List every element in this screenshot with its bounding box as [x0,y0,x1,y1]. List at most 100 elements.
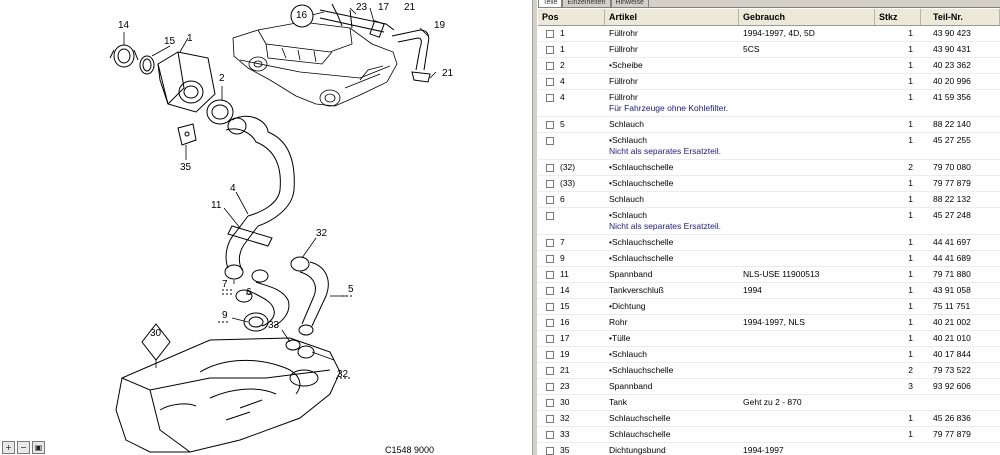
row-checkbox[interactable] [546,302,554,311]
callout-label[interactable]: 6 [246,287,252,298]
callout-label[interactable]: 11 [211,200,222,211]
row-checkbox[interactable] [546,270,554,279]
row-checkbox[interactable] [546,163,554,172]
cell-part-number[interactable]: 79 77 879 [933,178,971,188]
callout-label[interactable]: 21 [442,68,454,79]
cell-part-number[interactable]: 88 22 140 [933,119,971,129]
cell-part-number[interactable]: 45 27 255 [933,135,971,145]
cell-part-number[interactable]: 43 90 431 [933,44,971,54]
row-checkbox[interactable] [546,120,554,129]
cell-part-number[interactable]: 44 41 689 [933,253,971,263]
cell-part-number[interactable]: 79 70 080 [933,162,971,172]
cell-part-number[interactable]: 40 17 844 [933,349,971,359]
cell-part-number[interactable]: 79 71 880 [933,269,971,279]
row-checkbox[interactable] [546,446,554,455]
callout-label[interactable]: 21 [404,2,416,13]
callout-label[interactable]: 2 [219,73,225,84]
pane-splitter[interactable] [532,0,538,455]
cell-part-number[interactable]: 43 90 423 [933,28,971,38]
row-checkbox[interactable] [546,350,554,359]
callout-label[interactable]: 35 [180,162,192,173]
callout-label[interactable]: 9 [222,310,228,321]
row-checkbox[interactable] [546,366,554,375]
cell-part-number[interactable]: 40 21 010 [933,333,971,343]
column-header-usage[interactable]: Gebrauch [739,9,875,25]
callout-label[interactable]: 33 [268,320,280,331]
tab-notes[interactable]: Hinweise [610,0,649,8]
column-header-quantity[interactable]: Stkz [875,9,921,25]
cell-part-number[interactable]: 44 41 697 [933,237,971,247]
callout-label[interactable]: 7 [222,279,228,290]
callout-label[interactable]: 14 [118,20,130,31]
row-checkbox[interactable] [546,61,554,70]
cell-part-number[interactable]: 79 77 879 [933,429,971,439]
cell-part-number[interactable]: 88 22 132 [933,194,971,204]
row-checkbox[interactable] [546,29,554,38]
cell-part-number[interactable]: 40 23 362 [933,60,971,70]
tab-details[interactable]: Einzelheiten [562,0,611,8]
cell-part-number[interactable]: 40 21 002 [933,317,971,327]
row-checkbox[interactable] [546,334,554,343]
row-checkbox[interactable] [546,398,554,407]
callout-label[interactable]: 23 [356,2,368,13]
cell-part-number[interactable]: 45 27 248 [933,210,971,220]
cell-part-number[interactable]: 75 11 751 [933,301,971,311]
column-header-part-number[interactable]: Teil-Nr. [921,9,1000,25]
cell-part-number[interactable]: 40 20 996 [933,76,971,86]
row-checkbox[interactable] [546,414,554,423]
row-checkbox[interactable] [546,382,554,391]
zoom-out-icon[interactable]: − [17,441,30,454]
callout-label[interactable]: 30 [150,328,162,339]
row-checkbox[interactable] [546,77,554,86]
row-checkbox[interactable] [546,195,554,204]
cell-part-number[interactable]: 79 73 522 [933,365,971,375]
column-header-article[interactable]: Artikel [605,9,739,25]
row-checkbox[interactable] [546,318,554,327]
row-checkbox[interactable] [546,286,554,295]
row-checkbox[interactable] [546,45,554,54]
row-checkbox[interactable] [546,238,554,247]
callout-label[interactable]: 17 [378,2,390,13]
callout-label[interactable]: 32 [337,369,349,380]
row-checkbox[interactable] [546,93,554,102]
row-checkbox[interactable] [546,136,554,145]
cell-part-number[interactable]: 93 92 606 [933,381,971,391]
row-checkbox[interactable] [546,211,554,220]
column-header-pos[interactable]: Pos [538,9,605,25]
cell-part-number[interactable]: 41 59 356 [933,92,971,102]
cell-part-number[interactable] [921,443,1000,455]
zoom-in-icon[interactable]: + [2,441,15,454]
callout-label[interactable]: 1 [187,33,193,44]
parts-diagram-pane[interactable]: 14 15 1 16 23 17 21 19 21 2 35 4 11 32 7… [0,0,532,455]
cell-part-number[interactable] [921,395,1000,410]
row-checkbox[interactable] [546,254,554,263]
callout-label[interactable]: 32 [316,228,328,239]
callout-label[interactable]: 5 [348,284,354,295]
callout-label[interactable]: 19 [434,20,446,31]
callout-label[interactable]: 4 [230,183,236,194]
callout-label[interactable]: 16 [296,10,308,21]
